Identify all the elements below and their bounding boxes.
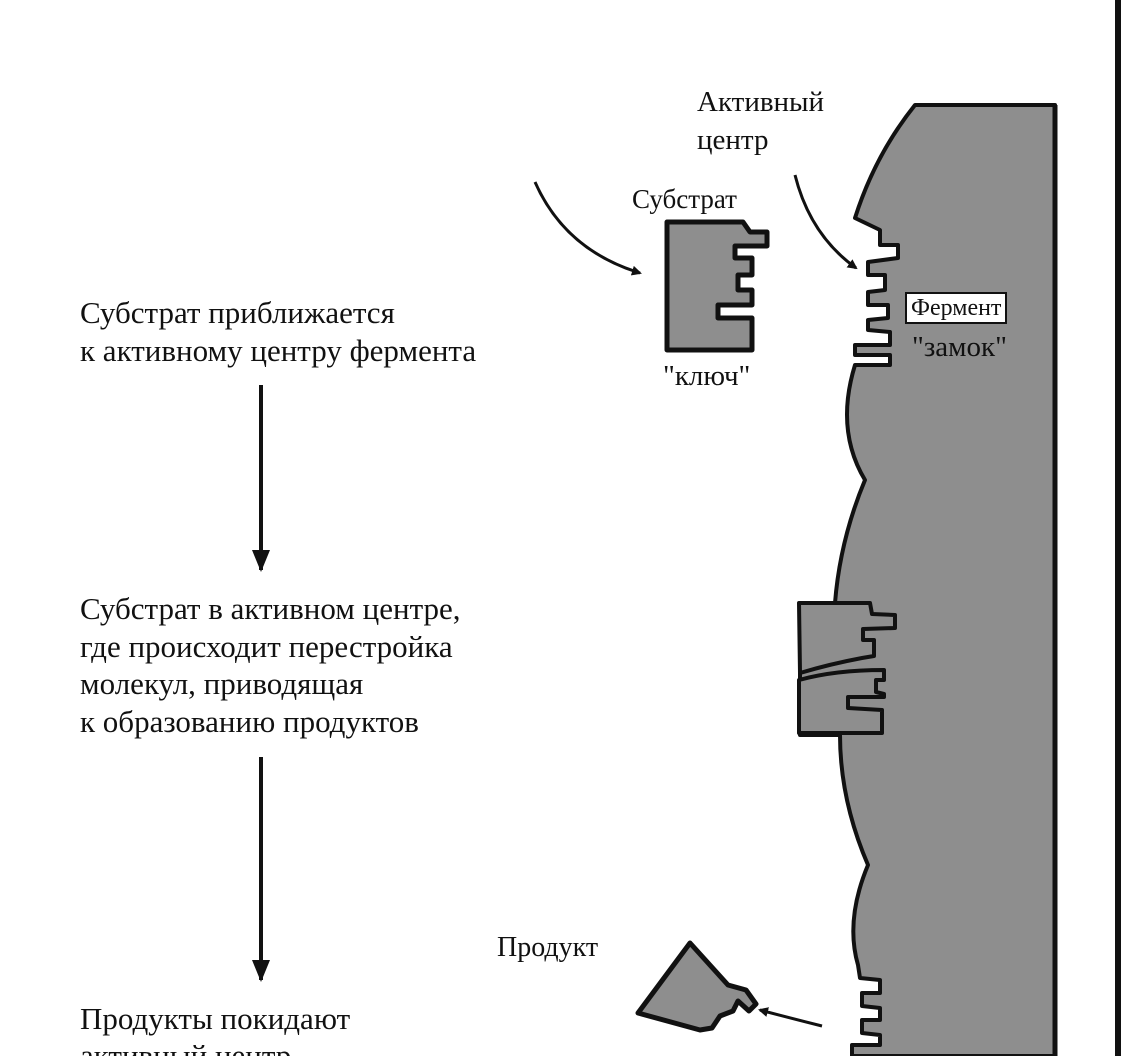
- product-shape: [635, 940, 759, 1033]
- key-label: "ключ": [663, 360, 751, 392]
- active-site-label-line-1: Активный: [697, 86, 825, 118]
- step-2-line-1: Субстрат в активном центре,: [80, 591, 461, 626]
- step-2-line-3: молекул, приводящая: [80, 666, 364, 701]
- lock-label: "замок": [912, 331, 1007, 363]
- active-site-pointer-arrow: [793, 174, 858, 270]
- substrate-approach-arrow: [533, 181, 642, 276]
- substrate-label: Субстрат: [632, 184, 737, 214]
- step-2-line-4: к образованию продуктов: [80, 704, 419, 739]
- complex-substrate-upper: [797, 601, 897, 675]
- substrate-key-shape: [664, 219, 770, 353]
- complex-substrate-lower: [797, 668, 886, 735]
- step-2-line-2: где происходит перестройка: [80, 629, 453, 664]
- enzyme-shape: [798, 103, 1057, 1056]
- product-label: Продукт: [497, 932, 599, 963]
- step-1-line-2: к активному центру фермента: [80, 333, 477, 368]
- active-site-label-line-2: центр: [697, 124, 769, 156]
- step-1-line-1: Субстрат приближается: [80, 295, 395, 330]
- step-3-line-1: Продукты покидают: [80, 1001, 351, 1036]
- enzyme-label: Фермент: [905, 292, 1008, 324]
- step-3-line-2: активный центр: [80, 1038, 292, 1056]
- product-leave-arrow: [758, 1007, 823, 1028]
